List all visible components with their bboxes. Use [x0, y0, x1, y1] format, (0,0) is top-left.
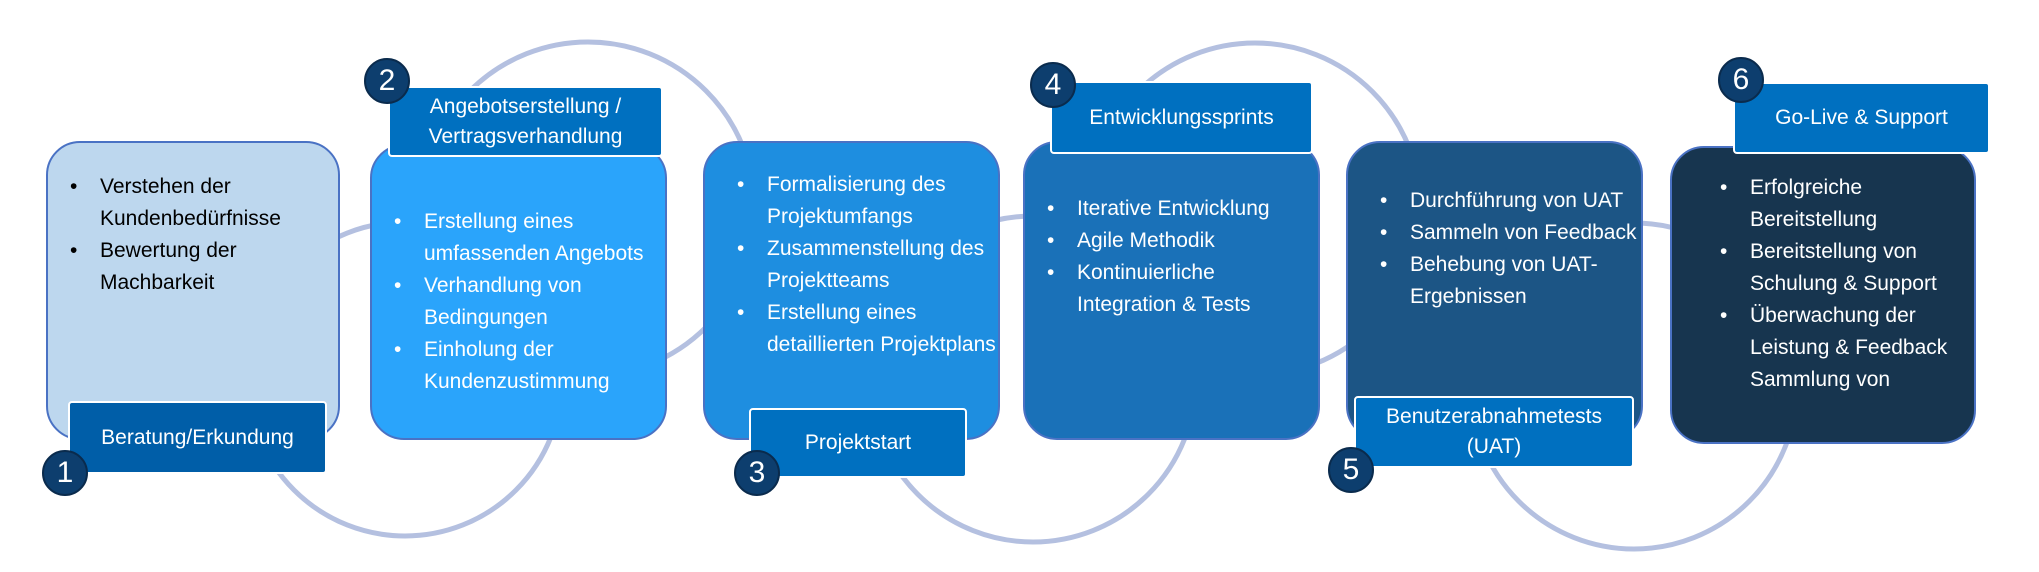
bullet: Bewertung der Machbarkeit	[70, 235, 338, 299]
step-3-badge: 3	[734, 450, 780, 496]
bullet: Durchführung von UAT	[1380, 185, 1641, 217]
step-3-label: Projektstart	[749, 408, 967, 478]
step-2-badge: 2	[364, 58, 410, 104]
step-6-box: Erfolgreiche BereitstellungBereitstellun…	[1670, 146, 1976, 444]
bullet: Bereitstellung von Schulung & Support	[1720, 236, 1974, 300]
bullet: Agile Methodik	[1047, 225, 1318, 257]
bullet: Iterative Entwicklung	[1047, 193, 1318, 225]
step-4-badge: 4	[1030, 62, 1076, 108]
step-5-box: Durchführung von UATSammeln von Feedback…	[1346, 141, 1643, 440]
step-6-label: Go-Live & Support	[1733, 82, 1990, 154]
step-1-badge: 1	[42, 450, 88, 496]
step-5-badge: 5	[1328, 447, 1374, 493]
bullet: Überwachung der Leistung & Feedback Samm…	[1720, 300, 1974, 396]
bullet: Verhandlung von Bedingungen	[394, 270, 665, 334]
bullet: Sammeln von Feedback	[1380, 217, 1641, 249]
bullet: Einholung der Kundenzustimmung	[394, 334, 665, 398]
bullet: Erstellung eines umfassenden Angebots	[394, 206, 665, 270]
bullet: Erstellung eines detaillierten Projektpl…	[737, 297, 998, 361]
step-4-box: Iterative EntwicklungAgile MethodikKonti…	[1023, 141, 1320, 440]
step-4-label: Entwicklungssprints	[1050, 81, 1313, 154]
step-3-box: Formalisierung des ProjektumfangsZusamme…	[703, 141, 1000, 440]
bullet: Behebung von UAT-Ergebnissen	[1380, 249, 1641, 313]
step-5-label: Benutzerabnahmetests (UAT)	[1354, 396, 1634, 468]
step-2-box: Erstellung eines umfassenden AngebotsVer…	[370, 144, 667, 440]
step-2-label: Angebotserstellung / Vertragsverhandlung	[388, 86, 663, 157]
bullet: Erfolgreiche Bereitstellung	[1720, 172, 1974, 236]
step-1-label: Beratung/Erkundung	[68, 401, 327, 474]
step-6-badge: 6	[1718, 57, 1764, 103]
bullet: Kontinuierliche Integration & Tests	[1047, 257, 1318, 321]
bullet: Zusammenstellung des Projektteams	[737, 233, 998, 297]
bullet: Verstehen der Kundenbedürfnisse	[70, 171, 338, 235]
bullet: Formalisierung des Projektumfangs	[737, 169, 998, 233]
step-1-box: Verstehen der KundenbedürfnisseBewertung…	[46, 141, 340, 440]
